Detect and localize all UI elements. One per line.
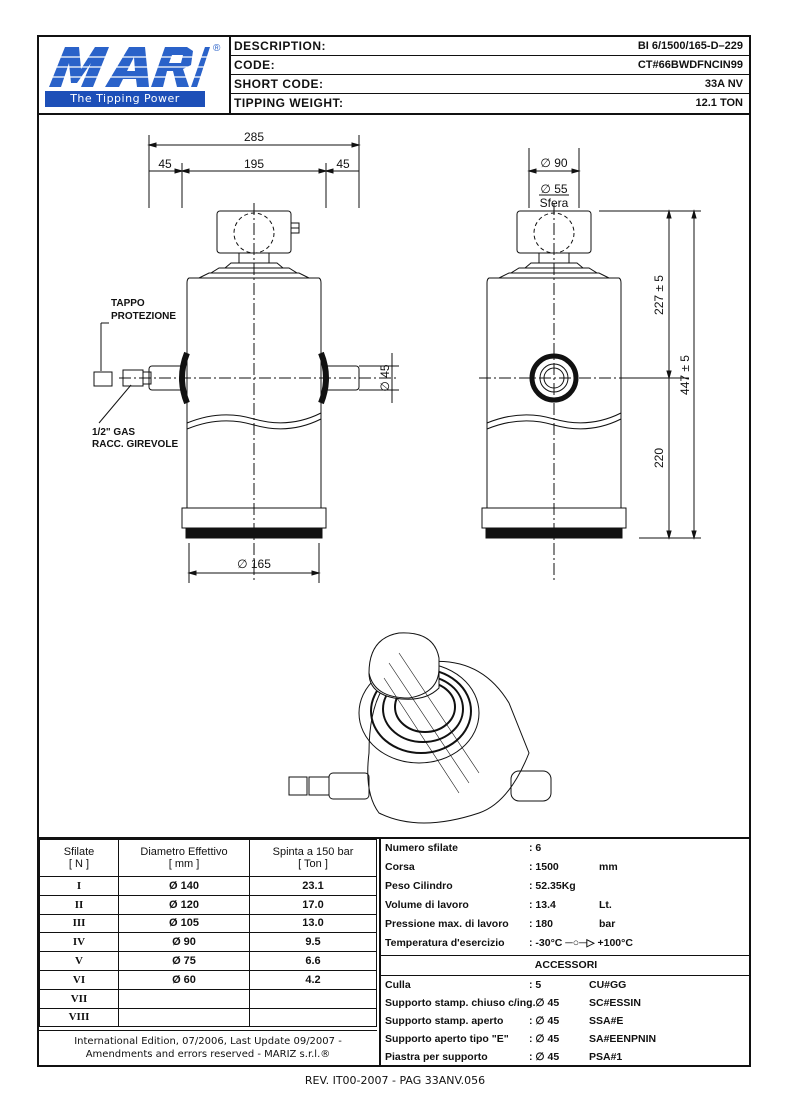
label-tappo-line2: PROTEZIONE [111,311,176,322]
spec-row: Numero sfilate: 6 [385,842,542,854]
header-value: BI 6/1500/165-D–229 [637,40,743,52]
header-key: CODE: [234,58,276,72]
stages-table: Sfilate[ N ] Diametro Effettivo[ mm ] Sp… [39,839,377,1028]
label-tappo-line1: TAPPO [111,298,145,309]
cylinder-drawing: 285 45 195 45 ∅ 165 ∅ 45 ∅ 90 ∅ 55 Sfera… [92,130,701,824]
revision-footer: REV. IT00-2007 - PAG 33ANV.056 [304,1074,486,1087]
specifications-section: Sfilate[ N ] Diametro Effettivo[ mm ] Sp… [39,837,751,1067]
header-value: CT#66BWDFNCIN99 [637,59,743,71]
col-header-diameter: Diametro Effettivo[ mm ] [118,839,250,877]
col-header-stages: Sfilate[ N ] [39,839,119,877]
col-header-thrust: Spinta a 150 bar[ Ton ] [249,839,377,877]
spec-row: Temperatura d'esercizio: -30°C ─○─▷ +100… [385,937,633,949]
header-row-code: CODE: CT#66BWDFNCIN99 [230,56,749,75]
stages-table-header: Sfilate[ N ] Diametro Effettivo[ mm ] Sp… [39,839,377,877]
table-row: VIII [39,1007,377,1028]
header-value: 33A NV [704,78,743,90]
dim-285: 285 [244,130,264,144]
accessories-title: ACCESSORI [381,955,751,976]
spec-row: Peso Cilindro: 52.35Kg [385,880,576,892]
title-block: ® The Tipping Power DESCRIPTION: BI 6/15… [39,37,749,115]
header-key: TIPPING WEIGHT: [234,96,344,110]
sfera-label: Sfera [540,196,569,210]
technical-drawing: 285 45 195 45 ∅ 165 ∅ 45 ∅ 90 ∅ 55 Sfera… [39,113,749,837]
datasheet: ® The Tipping Power DESCRIPTION: BI 6/15… [37,35,751,1067]
tagline: The Tipping Power [45,91,205,107]
header-value: 12.1 TON [695,97,744,109]
header-row-short-code: SHORT CODE: 33A NV [230,75,749,94]
dim-diameter-55: ∅ 55 [540,182,567,196]
dim-45-right: 45 [336,157,350,171]
edition-footnote: International Edition, 07/2006, Last Upd… [39,1030,377,1067]
mariz-logo-graphic [45,47,210,87]
dim-45-left: 45 [158,157,172,171]
dim-diameter-165: ∅ 165 [237,557,271,571]
dim-diameter-45: ∅ 45 [378,364,392,391]
label-gas-line1: 1/2" GAS [92,427,135,438]
header-row-tipping-weight: TIPPING WEIGHT: 12.1 TON [230,94,749,112]
header-key: DESCRIPTION: [234,39,327,53]
company-logo: ® The Tipping Power [39,37,231,113]
dim-diameter-90: ∅ 90 [540,156,567,170]
label-gas-line2: RACC. GIREVOLE [92,439,178,450]
dim-220: 220 [652,448,666,468]
header-row-description: DESCRIPTION: BI 6/1500/165-D–229 [230,37,749,56]
table-row: VII [39,988,377,1009]
header-key: SHORT CODE: [234,77,324,91]
dim-195: 195 [244,157,264,171]
dim-227: 227 ± 5 [652,275,666,315]
dim-447: 447 ± 5 [678,355,692,395]
registered-mark: ® [213,43,221,54]
